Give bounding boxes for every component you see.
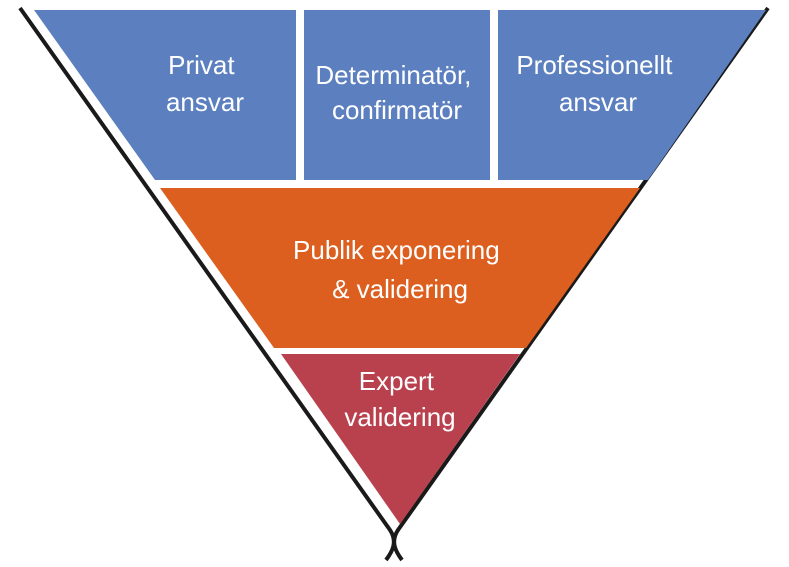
segment-privat-ansvar bbox=[34, 10, 296, 180]
segment-publik-exponering bbox=[160, 188, 640, 348]
label-determinator: Determinatör, confirmatör bbox=[315, 60, 478, 125]
funnel-outline-right bbox=[392, 6, 770, 562]
segment-professionellt-ansvar bbox=[498, 10, 766, 180]
label-privat-ansvar: Privat ansvar bbox=[166, 50, 244, 117]
label-professionellt-ansvar: Professionellt ansvar bbox=[516, 50, 679, 117]
segment-determinator bbox=[304, 10, 490, 180]
label-publik-exponering: Publik exponering & validering bbox=[293, 235, 507, 304]
label-expert-validering: Expert validering bbox=[344, 366, 455, 432]
segment-expert-validering bbox=[281, 354, 520, 524]
